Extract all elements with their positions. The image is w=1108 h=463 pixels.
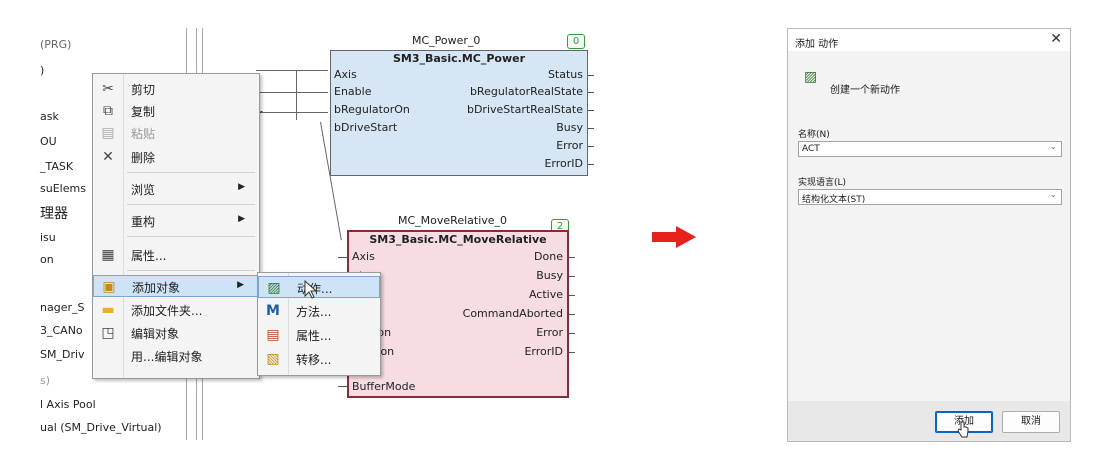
name-value: ACT: [802, 144, 820, 154]
fb-mc-moverelative[interactable]: SM3_Basic.MC_MoveRelative Axis ute nce i…: [347, 230, 569, 398]
delete-icon: ✕: [102, 149, 114, 165]
tree-item[interactable]: (PRG): [40, 38, 72, 51]
name-label: 名称(N): [798, 130, 830, 140]
chevron-down-icon[interactable]: ⌄: [1049, 190, 1057, 200]
menu-item-refactor[interactable]: 重构 ▶: [131, 214, 245, 229]
wire: [256, 92, 328, 93]
fb-input-pin[interactable]: bDriveStart: [334, 121, 398, 134]
tree-item[interactable]: SM_Driv: [40, 348, 85, 361]
folder-icon: ▬: [101, 302, 115, 318]
cancel-button[interactable]: 取消: [1002, 411, 1060, 433]
add-action-dialog: 添加 动作 ✕ ▨ 创建一个新动作 名称(N) ACT ⌄ 实现语言(L) 结构…: [787, 28, 1071, 442]
tree-item[interactable]: s): [40, 374, 51, 387]
menu-item-copy[interactable]: ⧉ 复制: [93, 100, 259, 122]
tree-item[interactable]: OU: [40, 135, 57, 148]
menu-item-cut[interactable]: ✂ 剪切: [93, 78, 259, 100]
tree-item[interactable]: nager_S: [40, 301, 85, 314]
add-object-icon: ▣: [102, 279, 116, 295]
mouse-cursor-icon: [304, 280, 318, 299]
fb-output-pin[interactable]: Busy: [536, 269, 563, 282]
submenu-arrow-icon: ▶: [238, 214, 245, 224]
method-icon: M: [266, 303, 280, 319]
submenu-item-method[interactable]: M 方法...: [258, 300, 380, 322]
project-tree: (PRG) ) ask OU _TASK suElems 理器 isu on n…: [0, 28, 186, 448]
tree-item[interactable]: 理器: [40, 206, 68, 222]
dialog-header-text: 创建一个新动作: [830, 85, 900, 96]
wire-label: r: [258, 107, 263, 120]
wire: [256, 70, 328, 71]
wire: [256, 112, 328, 113]
fb-output-pin[interactable]: CommandAborted: [462, 307, 563, 320]
language-select[interactable]: 结构化文本(ST) ⌄: [798, 189, 1062, 205]
menu-item-edit-object[interactable]: ◳ 编辑对象: [93, 322, 259, 344]
fb-output-pin[interactable]: Done: [534, 250, 563, 263]
edit-object-icon: ◳: [101, 325, 115, 341]
chevron-down-icon[interactable]: ⌄: [1049, 142, 1057, 152]
tree-item[interactable]: 3_CANo: [40, 324, 83, 337]
fb-input-pin[interactable]: bRegulatorOn: [334, 103, 410, 116]
menu-item-paste[interactable]: ▤ 粘贴: [93, 122, 259, 144]
tree-item[interactable]: _TASK: [40, 160, 74, 173]
menu-item-edit-object-with[interactable]: 用...编辑对象: [131, 350, 203, 364]
fb-output-pin[interactable]: ErrorID: [544, 157, 583, 170]
submenu-item-action[interactable]: ▨ 动作...: [258, 276, 380, 298]
fb-output-pin[interactable]: Error: [556, 139, 583, 152]
dialog-titlebar[interactable]: 添加 动作 ✕: [788, 29, 1070, 51]
context-menu: ✂ 剪切 ⧉ 复制 ▤ 粘贴 ✕ 删除 浏览 ▶ 重构 ▶ ▦ 属性... ▣ …: [92, 73, 260, 379]
submenu-item-transition[interactable]: ▧ 转移...: [258, 348, 380, 370]
tree-item[interactable]: ): [40, 64, 45, 77]
fb-input-pin[interactable]: Axis: [334, 68, 357, 81]
tree-item[interactable]: ask: [40, 110, 59, 123]
submenu-arrow-icon: ▶: [237, 280, 244, 290]
mouse-cursor-icon: [957, 421, 969, 438]
tree-item[interactable]: isu: [40, 231, 56, 244]
tree-item[interactable]: suElems: [40, 182, 86, 195]
submenu-add-object: ▨ 动作... M 方法... ▤ 属性... ▧ 转移...: [257, 272, 381, 376]
action-icon: ▨: [804, 69, 818, 85]
name-field[interactable]: ACT ⌄: [798, 141, 1062, 157]
menu-item-delete[interactable]: ✕ 删除: [93, 146, 259, 168]
transition-icon: ▧: [266, 351, 280, 367]
fb-input-pin[interactable]: Axis: [352, 250, 375, 263]
arrow-right-icon: [652, 226, 696, 248]
fb-type: SM3_Basic.MC_Power: [392, 52, 526, 65]
property-icon: ▤: [266, 327, 280, 343]
paste-icon: ▤: [101, 125, 115, 141]
dialog-title: 添加 动作: [795, 39, 839, 50]
copy-icon: ⧉: [103, 103, 113, 119]
fb-output-pin[interactable]: Error: [536, 326, 563, 339]
wire: [296, 70, 297, 120]
fb-mc-power[interactable]: SM3_Basic.MC_Power Axis Enable bRegulato…: [330, 50, 588, 176]
scissors-icon: ✂: [102, 81, 114, 97]
menu-item-properties[interactable]: ▦ 属性...: [93, 244, 259, 266]
properties-icon: ▦: [101, 247, 115, 263]
fb-type: SM3_Basic.MC_MoveRelative: [369, 233, 547, 246]
submenu-arrow-icon: ▶: [238, 182, 245, 192]
menu-item-browse[interactable]: 浏览 ▶: [131, 182, 245, 197]
fb-badge: 0: [567, 34, 585, 49]
fb-output-pin[interactable]: ErrorID: [524, 345, 563, 358]
fb-input-pin[interactable]: BufferMode: [352, 380, 416, 393]
tree-item[interactable]: l Axis Pool: [40, 398, 96, 411]
close-icon[interactable]: ✕: [1050, 31, 1062, 47]
fb-input-pin[interactable]: Enable: [334, 85, 372, 98]
fb-output-pin[interactable]: Status: [547, 68, 583, 81]
fb-instance-name[interactable]: MC_MoveRelative_0: [398, 214, 508, 227]
fb-instance-name[interactable]: MC_Power_0: [412, 34, 481, 47]
submenu-item-property[interactable]: ▤ 属性...: [258, 324, 380, 346]
tree-item[interactable]: ual (SM_Drive_Virtual): [40, 421, 162, 434]
fb-output-pin[interactable]: Active: [528, 288, 563, 301]
tree-item[interactable]: on: [40, 253, 54, 266]
menu-item-add-folder[interactable]: ▬ 添加文件夹...: [93, 299, 259, 321]
language-value: 结构化文本(ST): [802, 195, 866, 205]
fb-output-pin[interactable]: bRegulatorRealState: [469, 85, 583, 98]
fb-output-pin[interactable]: bDriveStartRealState: [466, 103, 583, 116]
action-icon: ▨: [267, 280, 281, 296]
language-label: 实现语言(L): [798, 178, 847, 188]
menu-item-add-object[interactable]: ▣ 添加对象 ▶: [93, 275, 259, 297]
fb-output-pin[interactable]: Busy: [556, 121, 583, 134]
